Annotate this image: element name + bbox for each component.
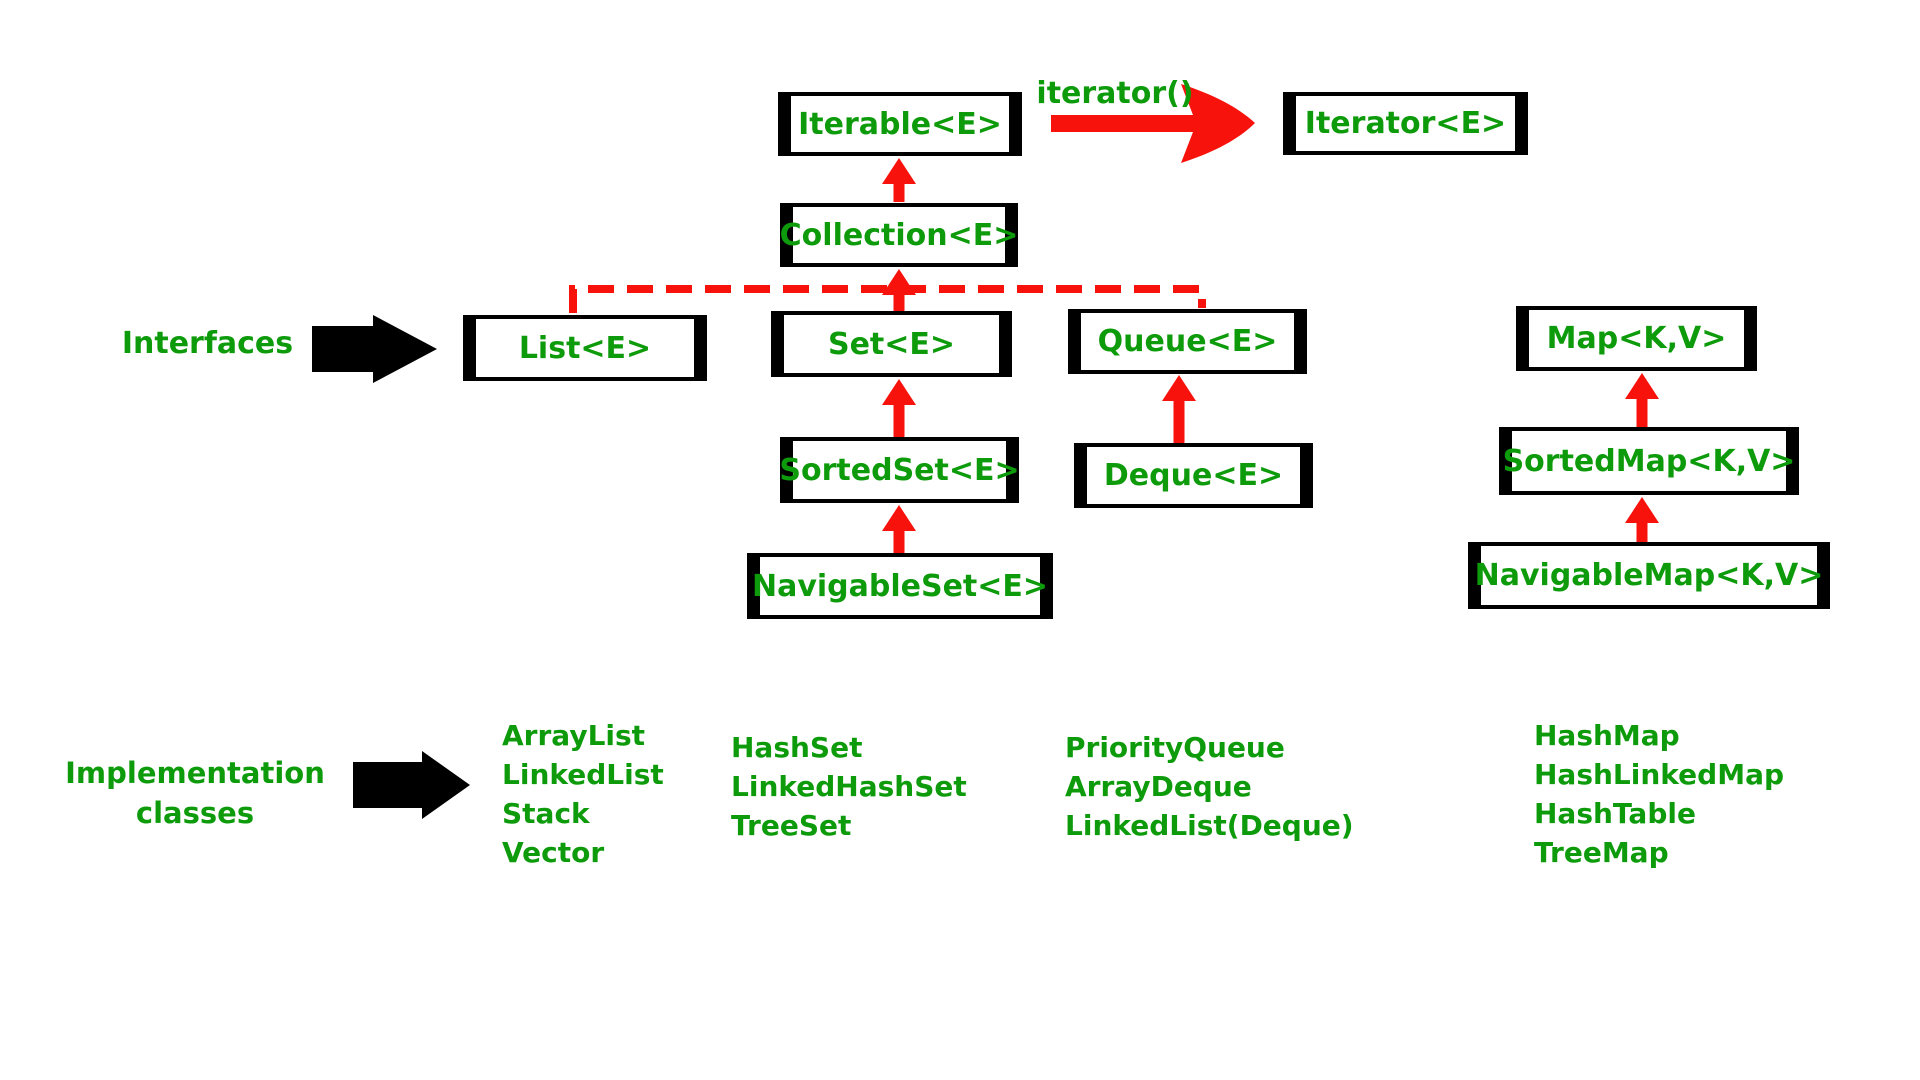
implementation-classes-line2: classes <box>135 796 255 830</box>
impl-item: HashLinkedMap <box>1534 758 1785 791</box>
impl-item: TreeMap <box>1534 836 1669 869</box>
box-collection: Collection<E> <box>780 203 1018 267</box>
impl-map-column: HashMap HashLinkedMap HashTable TreeMap <box>1534 716 1784 872</box>
box-sortedset-label: SortedSet<E> <box>779 452 1020 488</box>
impl-set-column: HashSet LinkedHashSet TreeSet <box>731 728 967 845</box>
impl-item: ArrayDeque <box>1065 770 1252 803</box>
box-navigablemap: NavigableMap<K,V> <box>1468 542 1830 609</box>
arrow-navigableset-to-sortedset <box>882 505 916 553</box>
box-queue-label: Queue<E> <box>1097 324 1278 359</box>
box-set: Set<E> <box>771 311 1012 377</box>
impl-item: HashTable <box>1534 797 1696 830</box>
box-iterable-label: Iterable<E> <box>798 106 1002 142</box>
iterator-method-label: iterator() <box>1036 76 1194 111</box>
box-sortedmap-label: SortedMap<K,V> <box>1502 443 1796 479</box>
implementation-pointer-arrow <box>353 751 470 819</box>
arrow-navigablemap-to-sortedmap <box>1625 497 1659 542</box>
impl-item: Stack <box>502 797 590 830</box>
box-set-label: Set<E> <box>827 326 956 362</box>
impl-item: PriorityQueue <box>1065 731 1285 764</box>
box-sortedset: SortedSet<E> <box>779 437 1020 503</box>
box-collection-label: Collection<E> <box>779 217 1019 253</box>
impl-item: LinkedHashSet <box>731 770 967 803</box>
interfaces-pointer-arrow <box>312 315 437 383</box>
impl-item: TreeSet <box>731 809 852 842</box>
implementation-classes-label: Implementation classes <box>60 753 330 833</box>
impl-item: Vector <box>502 836 605 869</box>
box-sortedmap: SortedMap<K,V> <box>1499 427 1799 495</box>
box-map-label: Map<K,V> <box>1546 321 1727 356</box>
interfaces-label: Interfaces <box>121 326 294 361</box>
impl-item: LinkedList <box>502 758 664 791</box>
impl-list-column: ArrayList LinkedList Stack Vector <box>502 716 664 872</box>
implementation-classes-line1: Implementation <box>65 756 325 790</box>
arrow-sortedset-to-set <box>882 379 916 437</box>
box-iterator-label: Iterator<E> <box>1304 106 1507 141</box>
box-queue: Queue<E> <box>1068 309 1307 374</box>
box-map: Map<K,V> <box>1516 306 1757 371</box>
impl-queue-column: PriorityQueue ArrayDeque LinkedList(Dequ… <box>1065 728 1354 845</box>
arrow-deque-to-queue <box>1162 375 1196 443</box>
arrow-set-to-collection <box>882 269 916 311</box>
impl-item: HashSet <box>731 731 863 764</box>
box-navigableset: NavigableSet<E> <box>747 553 1053 619</box>
box-iterator: Iterator<E> <box>1283 92 1528 155</box>
box-list: List<E> <box>463 315 707 381</box>
arrow-collection-to-iterable <box>882 158 916 202</box>
arrow-sortedmap-to-map <box>1625 373 1659 427</box>
impl-item: HashMap <box>1534 719 1680 752</box>
box-iterable: Iterable<E> <box>778 92 1022 156</box>
box-deque: Deque<E> <box>1074 443 1313 508</box>
box-deque-label: Deque<E> <box>1103 458 1284 493</box>
box-list-label: List<E> <box>518 330 652 366</box>
impl-item: ArrayList <box>502 719 646 752</box>
box-navigableset-label: NavigableSet<E> <box>751 568 1049 604</box>
impl-item: LinkedList(Deque) <box>1065 809 1354 842</box>
box-navigablemap-label: NavigableMap<K,V> <box>1474 558 1824 593</box>
